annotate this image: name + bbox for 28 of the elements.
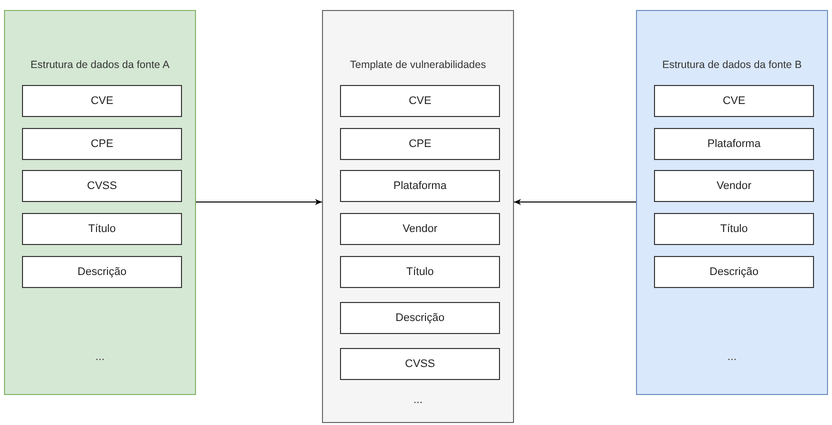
field-box: CVE bbox=[340, 85, 500, 117]
panel-title: Template de vulnerabilidades bbox=[348, 59, 487, 71]
group-panel bbox=[636, 10, 828, 395]
field-box: Título bbox=[340, 256, 500, 288]
field-box: CVE bbox=[22, 85, 182, 117]
panel-title: Estrutura de dados da fonte A bbox=[30, 59, 170, 71]
field-box: Descrição bbox=[340, 302, 500, 334]
field-box: CVSS bbox=[340, 348, 500, 380]
field-box: CPE bbox=[340, 128, 500, 160]
arrow bbox=[196, 199, 322, 205]
field-box: Plataforma bbox=[340, 170, 500, 202]
ellipsis-text: ... bbox=[726, 351, 738, 363]
ellipsis-text: ... bbox=[412, 394, 424, 406]
group-panel bbox=[322, 10, 514, 423]
ellipsis-text: ... bbox=[94, 351, 106, 363]
field-box: Título bbox=[654, 213, 814, 245]
field-box: CVE bbox=[654, 85, 814, 117]
panel-title: Estrutura de dados da fonte B bbox=[661, 59, 803, 71]
field-box: CVSS bbox=[22, 170, 182, 202]
field-box: CPE bbox=[22, 128, 182, 160]
field-box: Vendor bbox=[340, 213, 500, 245]
group-panel bbox=[4, 10, 196, 395]
field-box: Título bbox=[22, 213, 182, 245]
field-box: Vendor bbox=[654, 170, 814, 202]
field-box: Descrição bbox=[654, 256, 814, 288]
field-box: Descrição bbox=[22, 256, 182, 288]
field-box: Plataforma bbox=[654, 128, 814, 160]
arrow bbox=[514, 199, 636, 205]
